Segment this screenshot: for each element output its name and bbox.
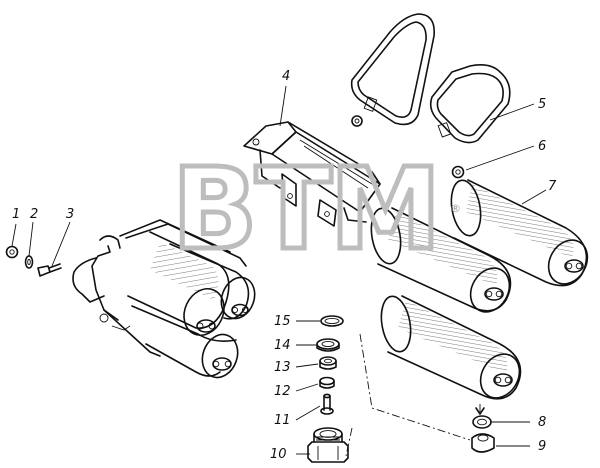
bolt-part-3 — [37, 263, 62, 277]
mounting-strap-part-5 — [350, 13, 511, 144]
watermark: BTM ® — [170, 143, 462, 278]
filter-cartridge-part-7-upper — [450, 179, 589, 287]
filter-cartridge-part-7-lower — [380, 295, 522, 400]
callout-8: 8 — [538, 415, 546, 430]
ring-part-13 — [319, 356, 337, 370]
washer-part-2 — [24, 255, 34, 269]
watermark-text: BTM — [172, 145, 439, 275]
callout-15: 15 — [274, 314, 291, 329]
callout-1: 1 — [12, 207, 20, 222]
callout-4: 4 — [282, 69, 290, 84]
drain-plug-part-10 — [307, 427, 349, 463]
bracket-part-4 — [243, 121, 381, 227]
callout-3: 3 — [66, 207, 74, 222]
assembly-arrow-head — [475, 407, 485, 415]
callout-10: 10 — [270, 447, 287, 462]
filter-cartridge-part-7-middle — [370, 207, 512, 313]
callout-9: 9 — [538, 439, 546, 454]
nut-part-9 — [471, 433, 495, 453]
filter-assembly — [72, 219, 256, 379]
callout-2: 2 — [30, 207, 38, 222]
snap-ring-part-15 — [320, 315, 344, 327]
callout-11: 11 — [274, 413, 291, 428]
bushing-part-14 — [316, 338, 340, 352]
washer-part-8 — [472, 415, 492, 429]
callout-6: 6 — [538, 139, 546, 154]
valve-pin-part-11 — [320, 393, 334, 415]
callout-7: 7 — [548, 179, 557, 194]
callout-14: 14 — [274, 338, 291, 353]
nut-part-1 — [5, 245, 19, 259]
callout-13: 13 — [274, 360, 291, 375]
callout-5: 5 — [538, 97, 546, 112]
callout-12: 12 — [274, 384, 291, 399]
seal-part-12 — [319, 376, 335, 389]
watermark-registered-mark: ® — [450, 202, 461, 215]
strap-nut — [351, 115, 363, 127]
nut-part-6 — [451, 165, 465, 179]
callout-leaders — [11, 85, 547, 455]
assembly-line-b — [345, 427, 353, 457]
